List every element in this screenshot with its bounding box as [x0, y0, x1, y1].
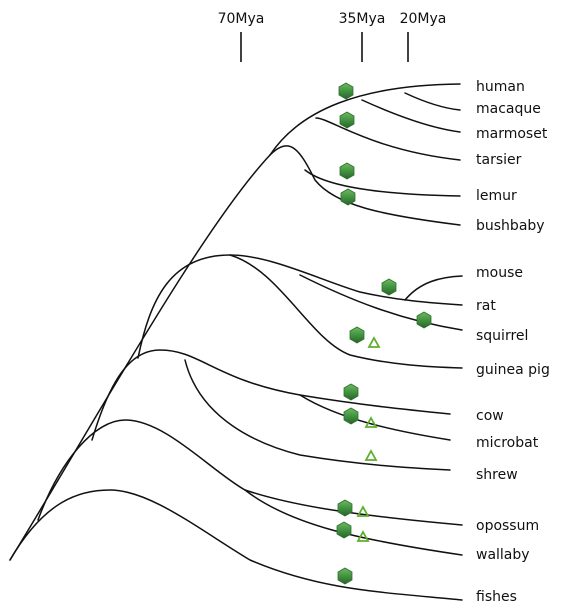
triangle-marker: [356, 505, 370, 517]
branch-lemur: [304, 169, 461, 197]
hexagon-marker: [339, 162, 355, 180]
branch-squirrel: [299, 274, 463, 331]
taxon-label: marmoset: [476, 126, 548, 142]
branch-macaque: [404, 92, 461, 111]
triangle-marker: [364, 416, 378, 428]
markers: [336, 82, 432, 585]
taxon-label: bushbaby: [476, 218, 545, 234]
branch-rodent-stem: [137, 254, 463, 359]
taxon-label: guinea pig: [476, 362, 550, 378]
taxon-label: squirrel: [476, 328, 528, 344]
taxon-label: cow: [476, 408, 504, 424]
branch-tarsier: [315, 117, 461, 161]
time-label-20mya: 20Mya: [400, 11, 447, 27]
branch-laurasia-stem: [91, 349, 451, 441]
hexagon-marker: [343, 407, 359, 425]
branch-root-fishes: [9, 489, 463, 601]
triangle-marker: [356, 530, 370, 542]
taxon-label: tarsier: [476, 152, 522, 168]
taxon-label: lemur: [476, 188, 517, 204]
taxon-label: opossum: [476, 518, 539, 534]
branch-microbat: [299, 394, 451, 441]
hexagon-marker: [381, 278, 397, 296]
branch-shrew: [184, 359, 451, 471]
taxon-label: shrew: [476, 467, 518, 483]
branch-marmoset: [361, 99, 461, 133]
taxon-labels: human macaque marmoset tarsier lemur bus…: [476, 79, 550, 602]
taxon-label: fishes: [476, 589, 517, 602]
hexagon-marker: [337, 567, 353, 585]
time-label-70mya: 70Mya: [218, 11, 265, 27]
taxon-label: human: [476, 79, 525, 95]
taxon-label: wallaby: [476, 547, 530, 563]
branch-primate-stem: [269, 83, 461, 156]
hexagon-marker: [349, 326, 365, 344]
branch-guinea-pig: [229, 254, 463, 369]
taxon-label: microbat: [476, 435, 539, 451]
hexagon-marker: [336, 521, 352, 539]
taxon-label: macaque: [476, 101, 541, 117]
hexagon-marker: [337, 499, 353, 517]
tree-branches: [9, 83, 463, 601]
hexagon-marker: [340, 188, 356, 206]
time-label-35mya: 35Mya: [339, 11, 386, 27]
branch-strepsirrhine: [269, 145, 461, 226]
triangle-marker: [367, 336, 381, 348]
branch-mouse: [404, 275, 463, 301]
taxon-label: mouse: [476, 265, 523, 281]
hexagon-marker: [416, 311, 432, 329]
taxon-label: rat: [476, 298, 496, 314]
triangle-marker: [364, 449, 378, 461]
hexagon-marker: [338, 82, 354, 100]
branch-wallaby: [244, 489, 463, 556]
hexagon-marker: [339, 111, 355, 129]
time-scale: 70Mya 35Mya 20Mya: [218, 11, 447, 62]
branch-root-mammals: [9, 154, 271, 561]
hexagon-marker: [343, 383, 359, 401]
